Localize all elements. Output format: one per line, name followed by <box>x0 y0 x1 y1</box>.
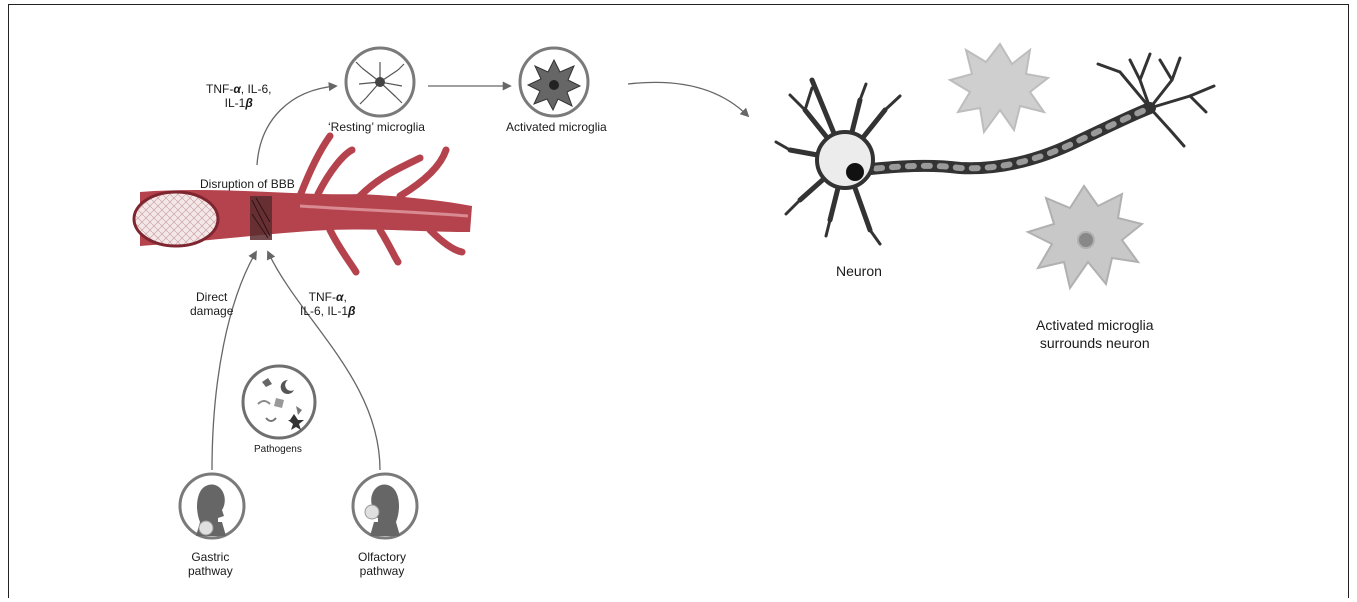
olfactory-head-icon <box>353 474 417 538</box>
activated-microglia-icon <box>520 48 588 116</box>
pathogens-label: Pathogens <box>254 443 302 457</box>
arrow-activated-to-neuron <box>628 82 748 116</box>
arrow-gastric-to-vessel <box>212 252 256 470</box>
resting-microglia-icon <box>346 48 414 116</box>
faded-microglia-bottom <box>1028 186 1142 288</box>
resting-microglia-label: ‘Resting’ microglia <box>328 120 425 134</box>
pathogens-icon <box>243 366 315 438</box>
cytokines-top-label: TNF-α, IL-6, IL-1β <box>206 82 271 110</box>
blood-vessel-icon <box>134 136 472 272</box>
faded-microglia-top <box>950 44 1048 132</box>
gastric-head-icon <box>180 474 244 538</box>
activated-microglia-label: Activated microglia <box>506 120 607 134</box>
neuron-label: Neuron <box>836 262 882 280</box>
cytokines-bottom-label: TNF-α, IL-6, IL-1β <box>300 290 355 318</box>
bbb-disruption-label: Disruption of BBB <box>200 177 295 191</box>
